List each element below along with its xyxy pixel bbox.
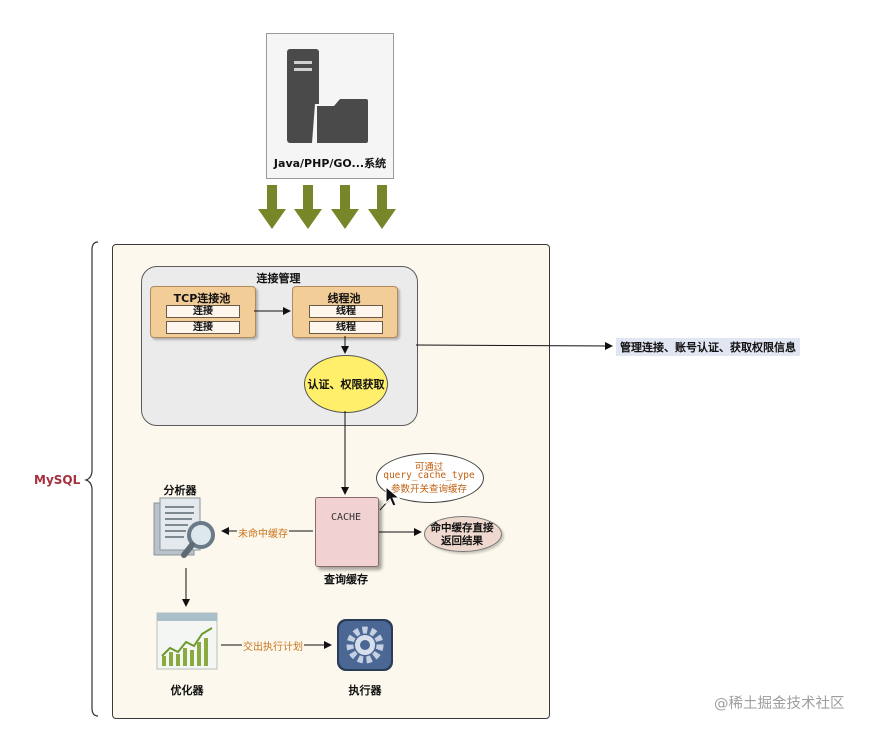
thread-pool-title: 线程池: [327, 292, 361, 305]
connection-note-label: 管理连接、账号认证、获取权限信息: [616, 338, 800, 356]
down-arrow-icon: [331, 185, 359, 229]
bubble-line: 参数开关查询缓存: [390, 484, 467, 495]
tcp-pool-slot: 连接: [166, 305, 240, 318]
cache-miss-label: 未命中缓存: [237, 525, 289, 540]
tcp-pool-slot: 连接: [166, 321, 240, 334]
analyzer-document-icon: [153, 497, 215, 558]
mysql-label: MySQL: [34, 473, 81, 487]
analyzer-label: 分析器: [163, 484, 197, 497]
cache-hit-line: 命中缓存直接: [430, 522, 494, 534]
request-arrows: [258, 185, 396, 229]
client-system-box: [266, 33, 394, 179]
bubble-line: 可通过: [414, 462, 444, 473]
query-cache-box: [315, 497, 379, 567]
executor-label: 执行器: [348, 684, 382, 697]
mysql-bracket: [84, 241, 99, 717]
server-folder-icon: [287, 49, 370, 146]
down-arrow-icon: [258, 185, 286, 229]
cache-hit-node: [424, 516, 502, 552]
execution-plan-edge-label: 交出执行计划: [242, 638, 304, 653]
client-system-label: Java/PHP/GO...系统: [273, 157, 387, 170]
query-cache-label: 查询缓存: [324, 573, 368, 586]
thread-pool-slot: 线程: [309, 305, 383, 318]
mouse-cursor-icon: [385, 485, 401, 507]
connection-management-title: 连接管理: [256, 272, 301, 285]
connection-note-arrow: [415, 341, 613, 350]
down-arrow-icon: [294, 185, 322, 229]
optimizer-label: 优化器: [170, 684, 204, 697]
auth-permission-node: 认证、权限获取: [304, 355, 388, 413]
cache-hit-line: 返回结果: [441, 535, 483, 547]
cache-box-text: CACHE: [330, 512, 362, 523]
thread-pool-slot: 线程: [309, 321, 383, 334]
down-arrow-icon: [368, 185, 396, 229]
watermark-text: @稀土掘金技术社区: [714, 696, 845, 712]
executor-gear-icon: [337, 619, 393, 671]
bubble-line: query_cache_type: [383, 470, 475, 481]
tcp-pool-title: TCP连接池: [173, 292, 231, 305]
optimizer-chart-icon: [156, 612, 218, 670]
